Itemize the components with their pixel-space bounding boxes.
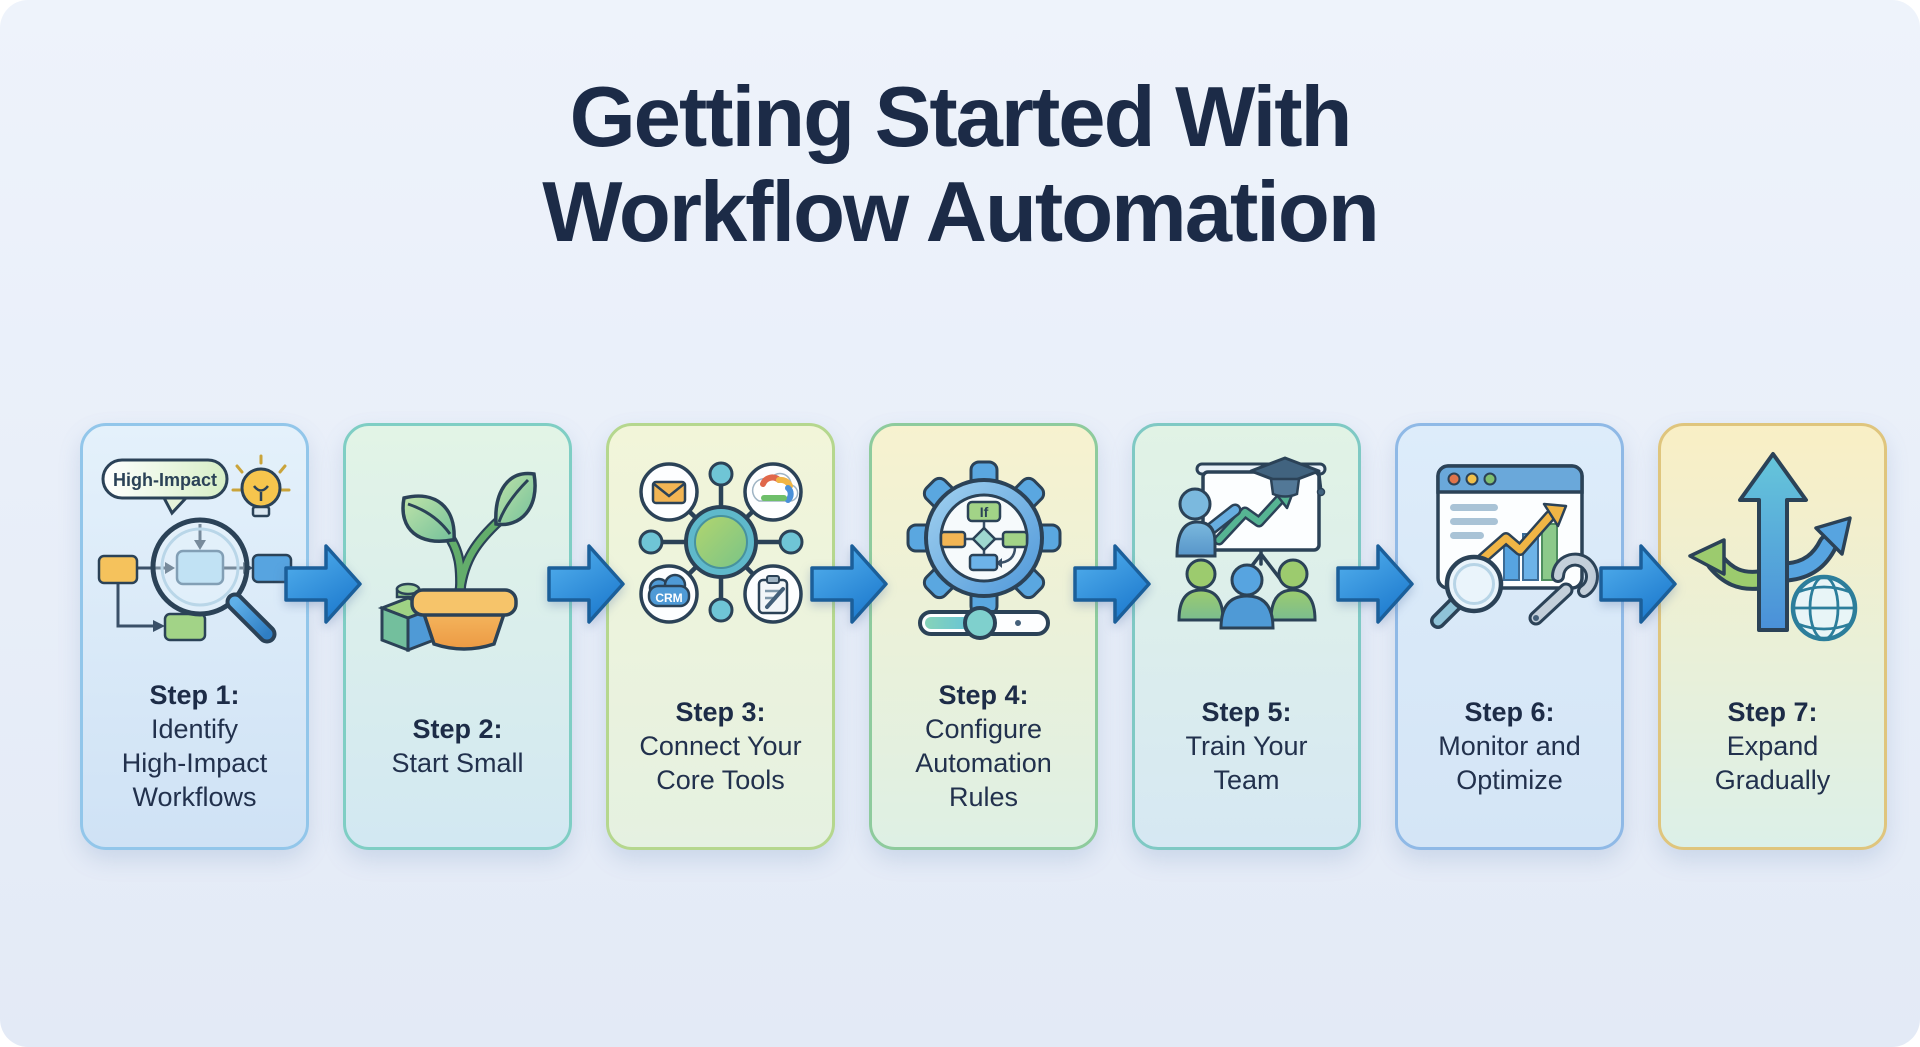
analytics-monitor-icon (1429, 464, 1599, 629)
step-label: Step 7: (1727, 697, 1818, 727)
step-4-text: Step 4: Configure Automation Rules (915, 680, 1052, 812)
wrench-icon (1528, 552, 1599, 626)
step-card-3: CRM Step 3: Connect Your Core Tools (606, 423, 888, 850)
lightbulb-icon (231, 454, 290, 518)
step-card-4: If Step 4: Configure Automation Rules (869, 423, 1151, 850)
up-arrow (1737, 452, 1808, 632)
cloud-icon (751, 472, 798, 503)
crm-label: CRM (655, 591, 682, 605)
left-branch-arrow (1687, 538, 1769, 591)
checklist-icon (757, 575, 788, 615)
right-arrow-icon (810, 544, 888, 624)
step-card-2: Step 2: Start Small (343, 423, 625, 850)
right-arrow-icon (1073, 544, 1151, 624)
right-branch-arrow (1776, 516, 1852, 583)
step-label: Step 6: (1464, 697, 1555, 727)
step-label: Step 5: (1201, 697, 1292, 727)
step-card-6: Step 6: Monitor and Optimize (1395, 423, 1677, 850)
seedling-pot-icon (377, 471, 537, 653)
mini-flowchart (97, 524, 292, 642)
if-rule-flowchart: If (939, 500, 1028, 572)
audience-figures (1176, 558, 1317, 630)
sprout (400, 471, 537, 606)
step-label: Step 1: (149, 680, 240, 710)
hub-dots (638, 461, 803, 623)
step-7-text: Step 7: Expand Gradually (1714, 697, 1831, 795)
step-card-7: Step 7: Expand Gradually (1658, 423, 1887, 850)
globe-icon (1790, 574, 1857, 642)
right-arrow-icon (547, 544, 625, 624)
title-line-1: Getting Started With (569, 70, 1353, 165)
step-1-text: Step 1: Identify High-Impact Workflows (121, 680, 268, 812)
integration-hub-icon: CRM (638, 461, 803, 624)
steps-row: High-Impact Step 1: Identify High-Impact (80, 423, 1887, 850)
step-label: Step 2: (412, 714, 503, 744)
right-arrow-icon (284, 544, 362, 624)
step-card-5: Step 5: Train Your Team (1132, 423, 1414, 850)
page-title: Getting Started With Workflow Automation (0, 70, 1920, 260)
right-arrow-icon (1336, 544, 1414, 624)
high-impact-callout: High-Impact (101, 458, 228, 516)
email-icon (651, 480, 686, 505)
rule-slider (917, 606, 1050, 640)
step-2-text: Step 2: Start Small (391, 714, 524, 778)
step-label: Step 4: (938, 680, 1029, 710)
presenter-figure (1174, 487, 1241, 558)
branching-arrows-globe-icon (1687, 452, 1857, 642)
magnifier-glass (150, 517, 276, 644)
window-dot-yellow (1465, 472, 1478, 486)
gear-flowchart-icon: If (906, 460, 1061, 640)
step-3-text: Step 3: Connect Your Core Tools (639, 697, 802, 795)
step-5-text: Step 5: Train Your Team (1185, 697, 1308, 795)
flower-pot (409, 588, 518, 651)
step-6-text: Step 6: Monitor and Optimize (1438, 697, 1581, 795)
if-label: If (979, 504, 988, 520)
window-dot-red (1447, 472, 1460, 486)
title-line-2: Workflow Automation (542, 165, 1380, 260)
window-dot-green (1483, 472, 1496, 486)
magnifier-flowchart-icon: High-Impact (97, 454, 292, 644)
magnifier-icon (1429, 554, 1503, 629)
graduation-cap-icon (1249, 456, 1325, 498)
callout-text: High-Impact (112, 470, 216, 490)
crm-icon: CRM (647, 573, 690, 608)
step-label: Step 3: (675, 697, 766, 727)
training-presentation-icon (1174, 456, 1326, 630)
step-card-1: High-Impact Step 1: Identify High-Impact (80, 423, 362, 850)
right-arrow-icon (1599, 544, 1677, 624)
